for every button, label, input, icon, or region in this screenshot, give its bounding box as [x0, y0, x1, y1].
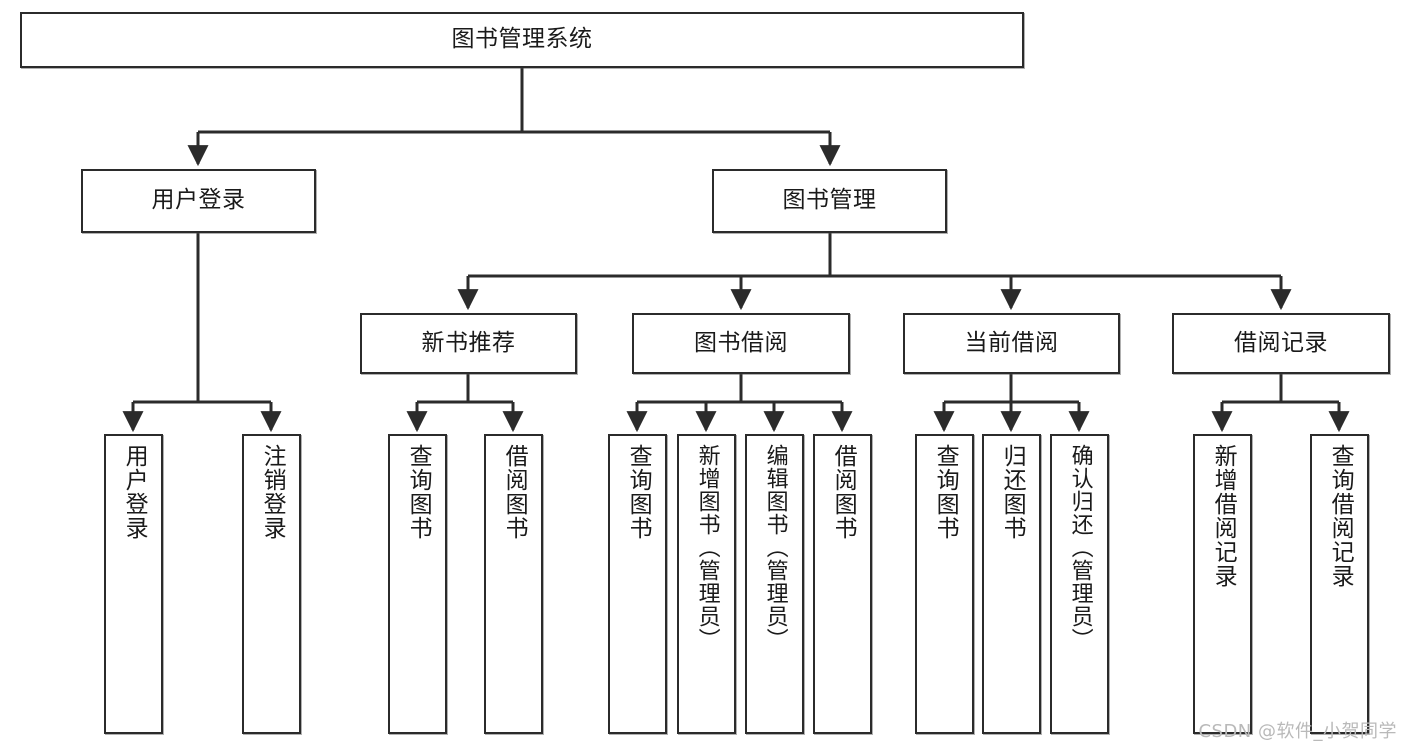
- node-label: 新增图书（管理员）: [694, 444, 720, 651]
- node-label: 图书管理系统: [451, 26, 593, 53]
- leaf-current-borrow-query-book[interactable]: 查询图书: [915, 434, 974, 734]
- leaf-book-borrow-borrow-book[interactable]: 借阅图书: [813, 434, 872, 734]
- node-label: 注销登录: [259, 444, 286, 540]
- node-label: 借阅图书: [501, 444, 528, 540]
- node-book-borrowing[interactable]: 图书借阅: [632, 313, 850, 374]
- node-label: 用户登录: [121, 444, 148, 540]
- node-label: 新书推荐: [421, 329, 516, 356]
- leaf-user-login-login[interactable]: 用户登录: [104, 434, 163, 734]
- leaf-current-borrow-confirm-return-admin[interactable]: 确认归还（管理员）: [1050, 434, 1109, 734]
- node-label: 确认归还（管理员）: [1067, 444, 1093, 651]
- leaf-current-borrow-return-book[interactable]: 归还图书: [982, 434, 1041, 734]
- node-label: 查询借阅记录: [1327, 444, 1354, 588]
- leaf-book-borrow-edit-book-admin[interactable]: 编辑图书（管理员）: [745, 434, 804, 734]
- leaf-book-borrow-add-book-admin[interactable]: 新增图书（管理员）: [677, 434, 736, 734]
- node-label: 当前借阅: [964, 329, 1059, 356]
- node-new-book-recommendation[interactable]: 新书推荐: [360, 313, 577, 374]
- node-label: 用户登录: [151, 187, 246, 214]
- watermark-text: CSDN @软件_小贺同学: [1198, 721, 1397, 742]
- leaf-new-book-query-book[interactable]: 查询图书: [388, 434, 447, 734]
- node-root-book-management-system[interactable]: 图书管理系统: [20, 12, 1024, 68]
- node-label: 借阅记录: [1234, 329, 1328, 356]
- leaf-borrow-record-add-record[interactable]: 新增借阅记录: [1193, 434, 1252, 734]
- leaf-borrow-record-query-record[interactable]: 查询借阅记录: [1310, 434, 1369, 734]
- node-label: 查询图书: [405, 444, 432, 540]
- leaf-user-login-logout[interactable]: 注销登录: [242, 434, 301, 734]
- node-label: 编辑图书（管理员）: [762, 444, 788, 651]
- node-label: 图书借阅: [694, 329, 788, 356]
- node-book-management[interactable]: 图书管理: [712, 169, 947, 233]
- leaf-book-borrow-query-book[interactable]: 查询图书: [608, 434, 667, 734]
- node-label: 归还图书: [999, 444, 1026, 540]
- node-label: 新增借阅记录: [1210, 444, 1237, 588]
- node-borrowing-record[interactable]: 借阅记录: [1172, 313, 1390, 374]
- node-label: 借阅图书: [830, 444, 857, 540]
- node-current-borrowing[interactable]: 当前借阅: [903, 313, 1120, 374]
- node-label: 查询图书: [625, 444, 652, 540]
- leaf-new-book-borrow-book[interactable]: 借阅图书: [484, 434, 543, 734]
- node-label: 查询图书: [932, 444, 959, 540]
- node-user-login[interactable]: 用户登录: [81, 169, 316, 233]
- node-label: 图书管理: [782, 187, 877, 214]
